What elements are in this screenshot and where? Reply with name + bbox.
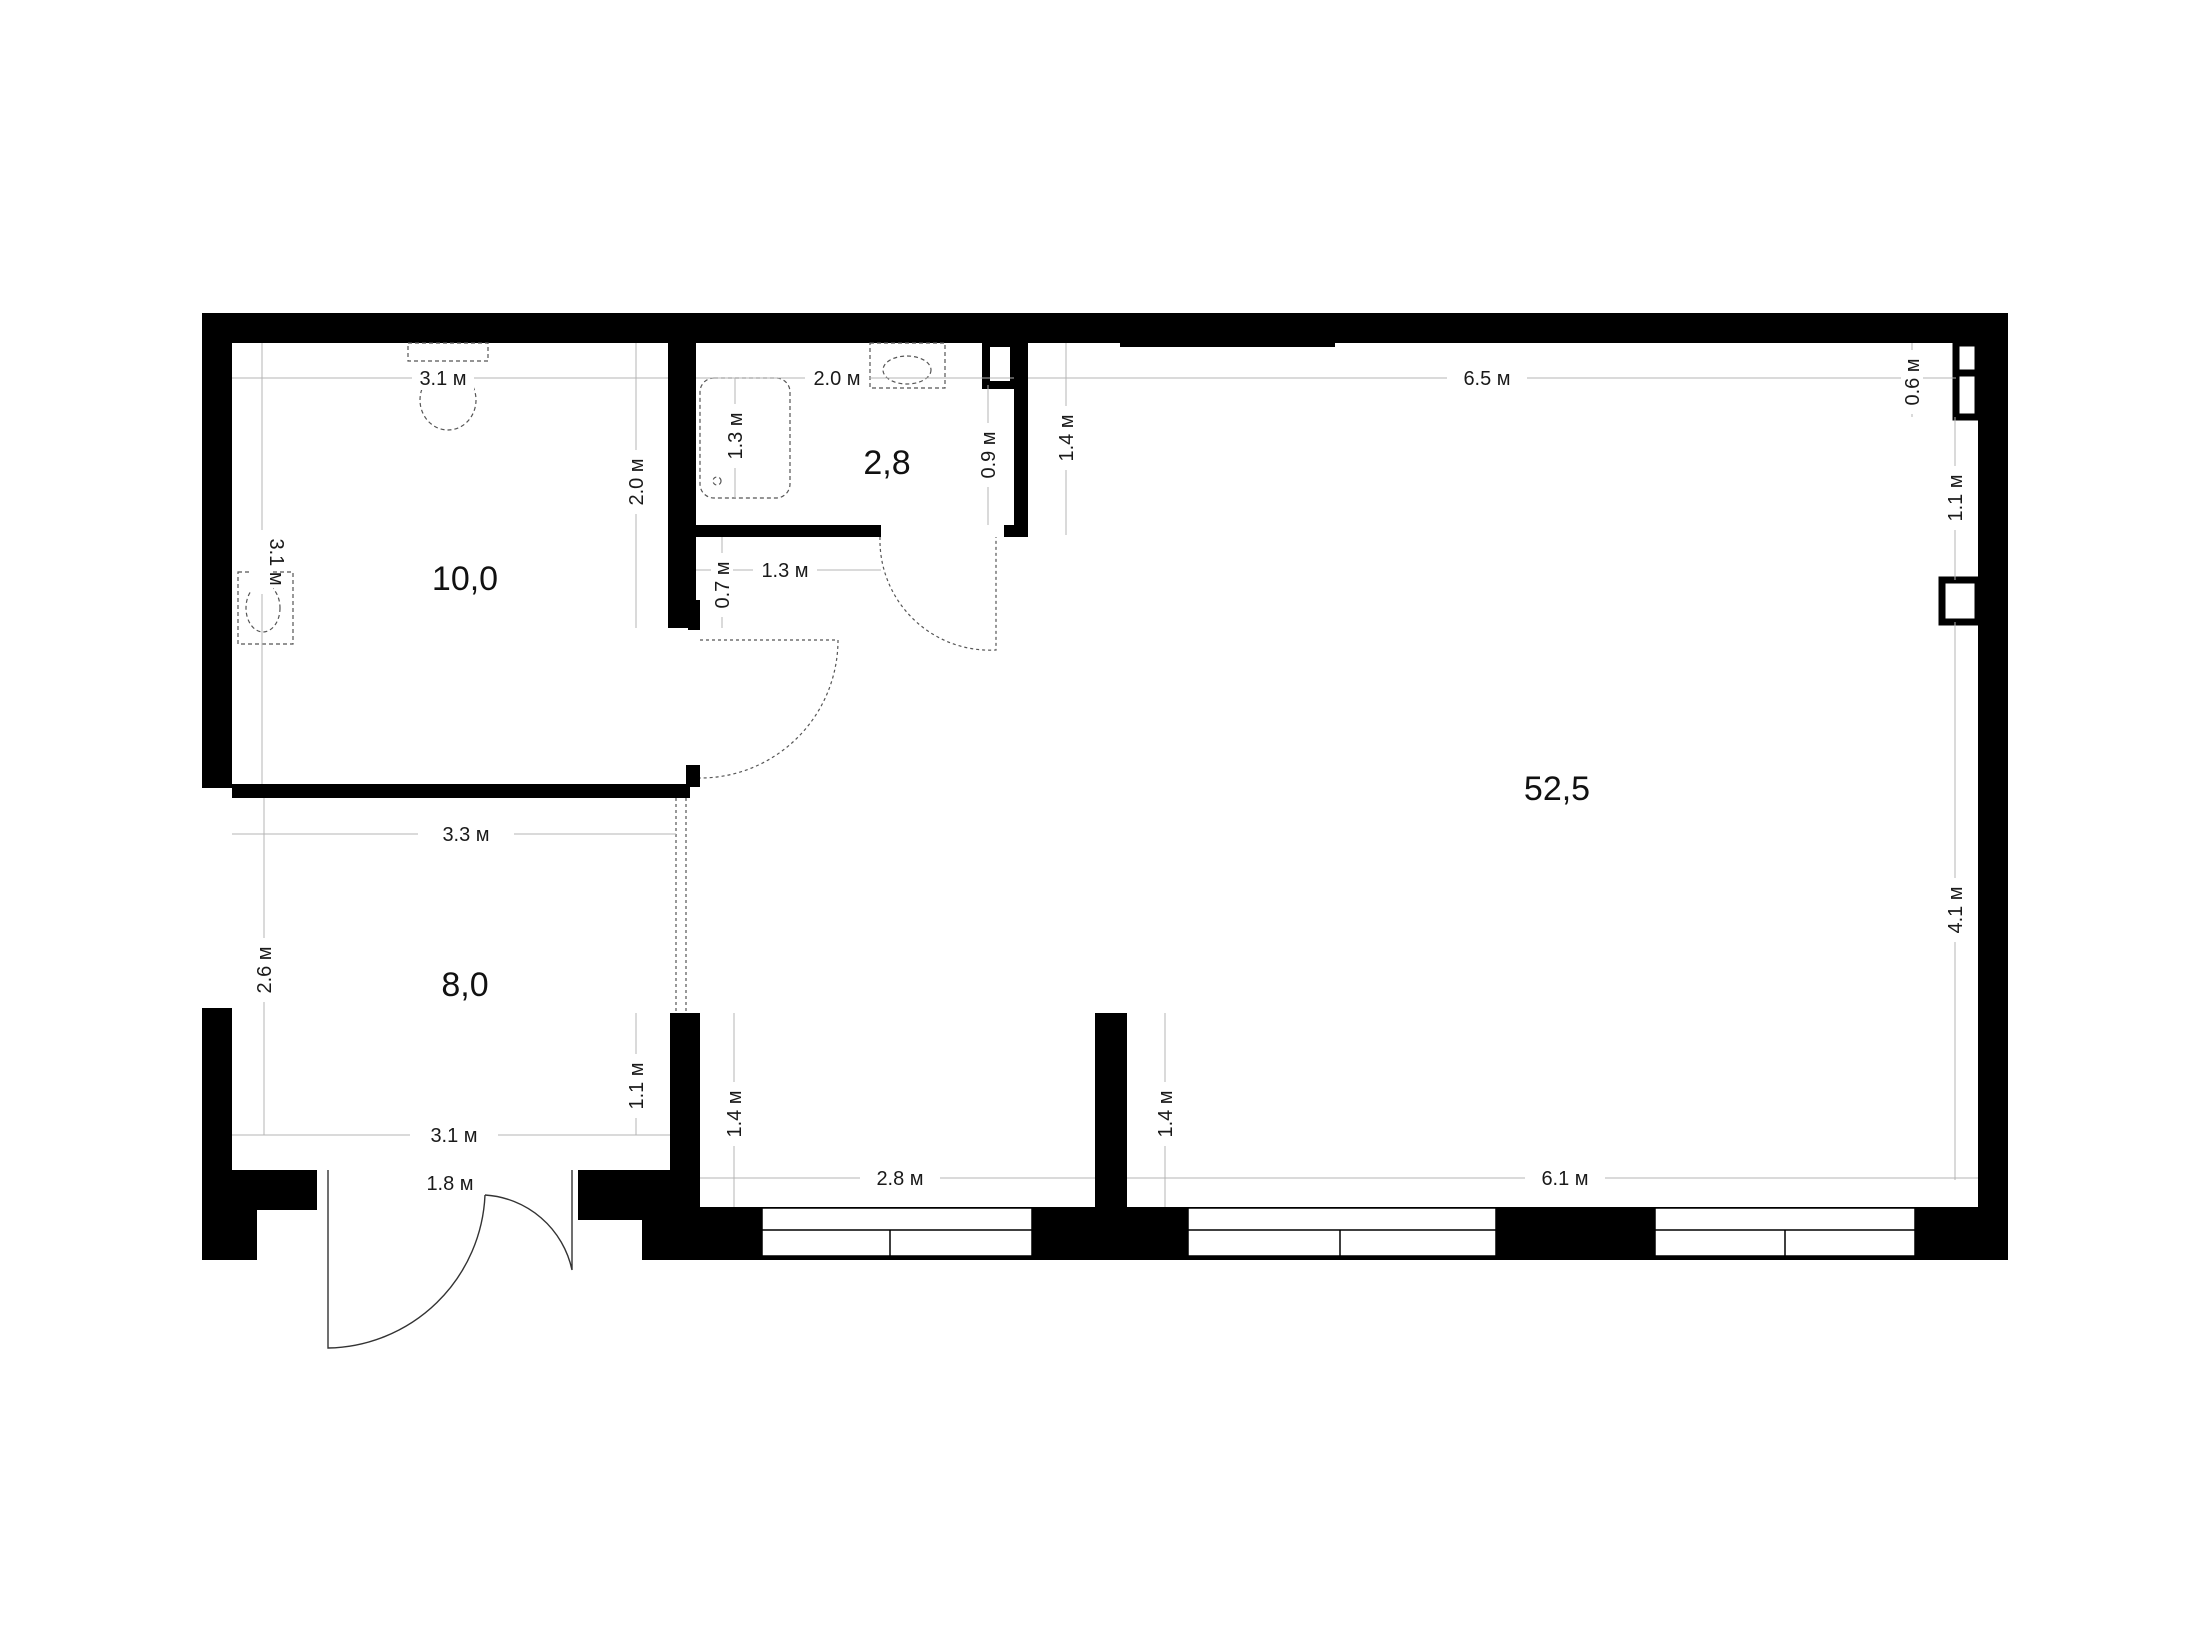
- shafts: [982, 339, 1982, 626]
- dim-label-niche-height: 0.7 м: [712, 561, 734, 608]
- wall-top-thick: [1120, 313, 1335, 347]
- dim-label-right-window-width: 6.1 м: [1541, 1168, 1588, 1190]
- door-entry-left-leaf: [327, 1170, 486, 1349]
- dim-label-right-long: 4.1 м: [1945, 886, 1967, 933]
- wall-hall-right-lower: [670, 1013, 700, 1210]
- door-hall-sliding: [675, 798, 687, 1013]
- wall-bath-door-post: [688, 600, 700, 630]
- wall-window-pier: [1095, 1013, 1127, 1210]
- dim-label-hall-height: 2.6 м: [254, 946, 276, 993]
- door-bathroom-swing: [699, 639, 839, 779]
- wall-shaft-vertical: [1014, 343, 1028, 535]
- dim-label-shower-height: 1.3 м: [725, 412, 747, 459]
- dim-label-main-partition: 1.4 м: [1056, 414, 1078, 461]
- windows: [761, 1207, 1916, 1257]
- dim-label-main-top: 6.5 м: [1463, 368, 1510, 390]
- shower-drain-icon: [712, 476, 722, 486]
- dim-label-right-window-depth: 1.4 м: [1155, 1090, 1177, 1137]
- washbasin-small-bowl-icon: [882, 355, 932, 385]
- dim-label-wc-depth: 0.9 м: [978, 431, 1000, 478]
- room-area-hall: 8,0: [441, 966, 488, 1004]
- wall-bottom-left-corner: [202, 1210, 257, 1260]
- dim-label-right-mid: 1.1 м: [1945, 474, 1967, 521]
- wall-hall-top: [232, 784, 690, 798]
- walls: [202, 313, 2008, 1260]
- wall-shaft-foot: [1004, 525, 1028, 537]
- doors: [327, 536, 997, 1349]
- window-left: [761, 1207, 1033, 1257]
- door-small-bath-swing: [879, 536, 997, 651]
- wall-top: [202, 313, 2008, 343]
- dim-label-shower-width: 2.0 м: [813, 368, 860, 390]
- room-area-bathroom-large: 10,0: [432, 560, 498, 598]
- wall-right: [1978, 313, 2008, 1260]
- dim-label-hall-bottom: 3.1 м: [430, 1125, 477, 1147]
- shaft-right-upper-b: [1952, 369, 1982, 421]
- dim-label-niche-width: 1.3 м: [761, 560, 808, 582]
- washbasin-small-icon: [869, 342, 946, 389]
- wall-hall-post: [686, 765, 700, 787]
- dim-label-right-top: 0.6 м: [1902, 358, 1924, 405]
- wall-left-upper: [202, 313, 232, 788]
- room-area-main: 52,5: [1524, 770, 1590, 808]
- dim-label-bath-left: 3.1 м: [265, 538, 287, 585]
- wall-bath-partition: [668, 343, 696, 628]
- washbasin-left-icon: [237, 571, 294, 645]
- washbasin-left-bowl-icon: [245, 583, 281, 633]
- window-center: [1187, 1207, 1497, 1257]
- wall-bottom-left-stub: [202, 1170, 317, 1210]
- shaft-top-left: [982, 339, 1018, 389]
- wc-tank-icon: [407, 342, 489, 362]
- dim-label-entry-door: 1.8 м: [426, 1173, 473, 1195]
- shaft-right-mid: [1938, 576, 1982, 626]
- room-area-bathroom-small: 2,8: [863, 444, 910, 482]
- dim-label-bath-top: 3.1 м: [419, 368, 466, 390]
- dim-label-left-window-width: 2.8 м: [876, 1168, 923, 1190]
- shaft-right-upper-a: [1952, 339, 1982, 377]
- dim-label-hall-side: 1.1 м: [626, 1062, 648, 1109]
- dim-label-hall-width: 3.3 м: [442, 824, 489, 846]
- wall-right-pier: [1930, 1207, 2008, 1260]
- wall-niche-top: [696, 525, 881, 537]
- dim-label-left-window-depth: 1.4 м: [724, 1090, 746, 1137]
- dimension-labels: 3.1 м 3.1 м 2.0 м 2.0 м 1.3 м 0.9 м 1.3 …: [251, 350, 1967, 1195]
- room-areas: 10,0 2,8 8,0 52,5: [432, 444, 1590, 1004]
- dim-label-bath-right: 2.0 м: [626, 458, 648, 505]
- door-entry-right-leaf: [484, 1170, 573, 1271]
